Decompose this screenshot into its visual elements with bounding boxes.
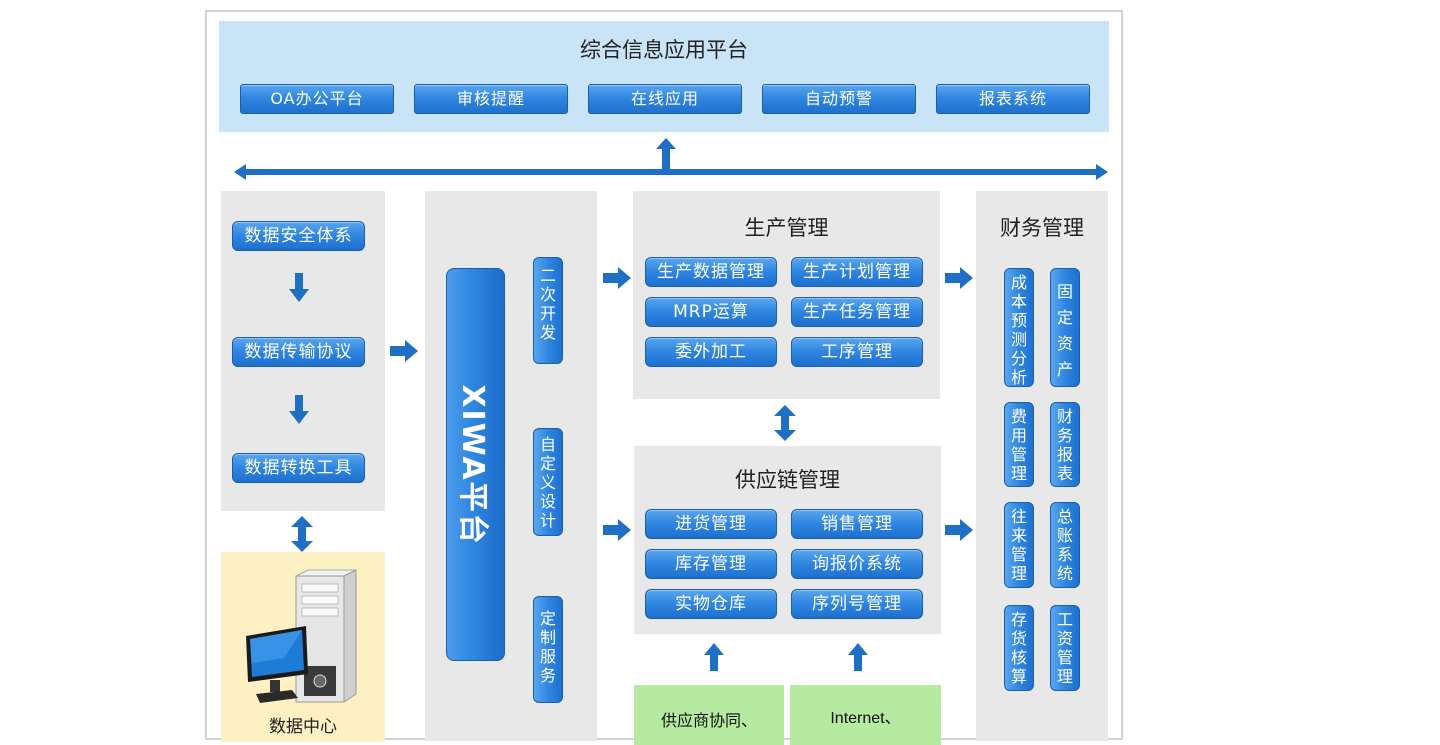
audit-reminder-button[interactable]: 审核提醒 <box>414 84 568 114</box>
right-arrow-icon <box>603 267 631 289</box>
down-arrow-icon <box>289 273 309 302</box>
warehouse-button[interactable]: 实物仓库 <box>645 589 777 619</box>
accounts-button[interactable]: 往来管理 <box>1004 502 1034 588</box>
purchase-button[interactable]: 进货管理 <box>645 509 777 539</box>
right-arrow-icon <box>945 519 973 541</box>
xiwa-platform-block[interactable]: XIWA平台 <box>446 268 505 661</box>
computer-icon <box>246 569 357 703</box>
cost-forecast-button[interactable]: 成本预测分析 <box>1004 268 1034 387</box>
custom-design-button[interactable]: 自定义设计 <box>533 428 563 536</box>
expense-button[interactable]: 费用管理 <box>1004 402 1034 487</box>
right-arrow-icon <box>603 519 631 541</box>
finance-panel <box>976 191 1108 741</box>
internet-label: Internet、 <box>830 710 901 727</box>
production-task-button[interactable]: 生产任务管理 <box>791 297 923 327</box>
right-arrow-icon <box>945 267 973 289</box>
production-data-button[interactable]: 生产数据管理 <box>645 257 777 287</box>
finance-title: 财务管理 <box>1000 216 1084 240</box>
quotation-button[interactable]: 询报价系统 <box>791 549 923 579</box>
xiwa-platform-label: XIWA平台 <box>454 383 490 546</box>
secondary-dev-button[interactable]: 二次开发 <box>533 257 563 364</box>
fixed-assets-button[interactable]: 固定资产 <box>1050 268 1080 387</box>
top-platform-title: 综合信息应用平台 <box>580 38 748 62</box>
custom-service-button[interactable]: 定制服务 <box>533 596 563 703</box>
updown-arrow-icon <box>774 405 796 441</box>
supplier-collab-label: 供应商协同、 <box>660 711 757 730</box>
oa-office-button[interactable]: OA办公平台 <box>240 84 394 114</box>
data-transfer-button[interactable]: 数据传输协议 <box>232 337 365 367</box>
financial-report-button[interactable]: 财务报表 <box>1050 402 1080 487</box>
production-plan-button[interactable]: 生产计划管理 <box>791 257 923 287</box>
down-arrow-icon <box>289 395 309 424</box>
online-app-button[interactable]: 在线应用 <box>588 84 742 114</box>
general-ledger-button[interactable]: 总账系统 <box>1050 502 1080 588</box>
supply-chain-title: 供应链管理 <box>735 468 840 492</box>
serial-number-button[interactable]: 序列号管理 <box>791 589 923 619</box>
data-convert-button[interactable]: 数据转换工具 <box>232 453 365 483</box>
mrp-button[interactable]: MRP运算 <box>645 297 777 327</box>
inventory-accounting-button[interactable]: 存货核算 <box>1004 605 1034 691</box>
data-security-button[interactable]: 数据安全体系 <box>232 221 365 251</box>
right-arrow-icon <box>390 340 418 362</box>
storage-label: 数据中心 <box>269 717 337 737</box>
bus-arrow-icon <box>234 138 1108 180</box>
payroll-button[interactable]: 工资管理 <box>1050 605 1080 691</box>
updown-arrow-icon <box>291 516 313 552</box>
auto-warning-button[interactable]: 自动预警 <box>762 84 916 114</box>
report-system-button[interactable]: 报表系统 <box>936 84 1090 114</box>
sales-button[interactable]: 销售管理 <box>791 509 923 539</box>
up-arrow-icon <box>704 643 724 671</box>
production-title: 生产管理 <box>744 216 829 240</box>
inventory-button[interactable]: 库存管理 <box>645 549 777 579</box>
outsourcing-button[interactable]: 委外加工 <box>645 337 777 367</box>
up-arrow-icon <box>848 643 868 671</box>
process-button[interactable]: 工序管理 <box>791 337 923 367</box>
